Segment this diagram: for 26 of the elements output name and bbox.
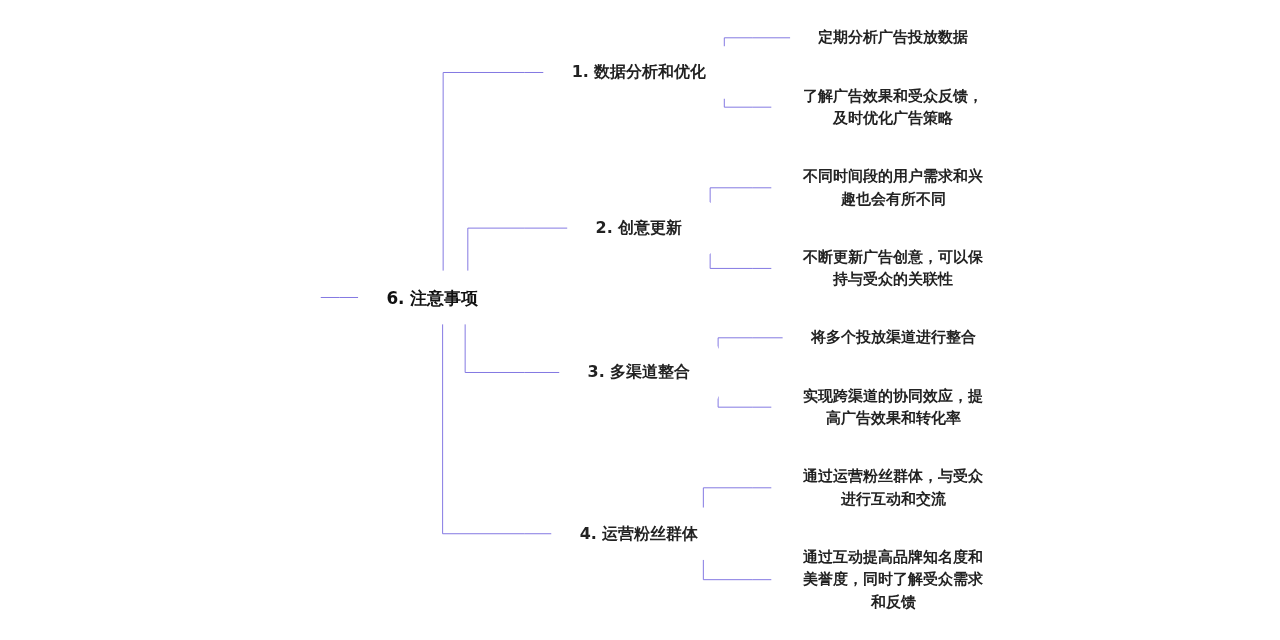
connector bbox=[703, 487, 773, 509]
node-text: 将多个投放渠道进行整合 bbox=[811, 328, 977, 347]
connector bbox=[442, 323, 553, 535]
connector bbox=[709, 252, 773, 269]
node-text: 通过运营粉丝群体，与受众进行互动和交流 bbox=[803, 467, 984, 508]
node-text: 定期分析广告投放数据 bbox=[818, 28, 969, 47]
connector bbox=[467, 227, 568, 272]
node-text: 2. 创意更新 bbox=[595, 218, 683, 237]
connector bbox=[709, 187, 773, 204]
connector bbox=[723, 98, 773, 108]
node-text: 3. 多渠道整合 bbox=[587, 362, 691, 382]
connector bbox=[464, 323, 561, 373]
connector bbox=[703, 559, 773, 581]
node-text: 不同时间段的用户需求和兴趣也会有所不同 bbox=[803, 167, 984, 208]
node-text: 不断更新广告创意，可以保持与受众的关联性 bbox=[803, 247, 984, 289]
node-text: 实现跨渠道的协同效应，提高广告效果和转化率 bbox=[803, 386, 984, 427]
node-text: 了解广告效果和受众反馈，及时优化广告策略 bbox=[803, 86, 984, 127]
node-text: 1. 数据分析和优化 bbox=[571, 62, 707, 82]
node-text: 6. 注意事项 bbox=[386, 287, 479, 308]
connector bbox=[717, 396, 773, 408]
connector bbox=[320, 297, 359, 298]
connector bbox=[723, 37, 791, 47]
connector bbox=[442, 72, 545, 272]
node-text: 通过互动提高品牌知名度和美誉度，同时了解受众需求和反馈 bbox=[803, 547, 984, 611]
connector bbox=[717, 337, 784, 349]
node-text: 4. 运营粉丝群体 bbox=[579, 523, 699, 543]
